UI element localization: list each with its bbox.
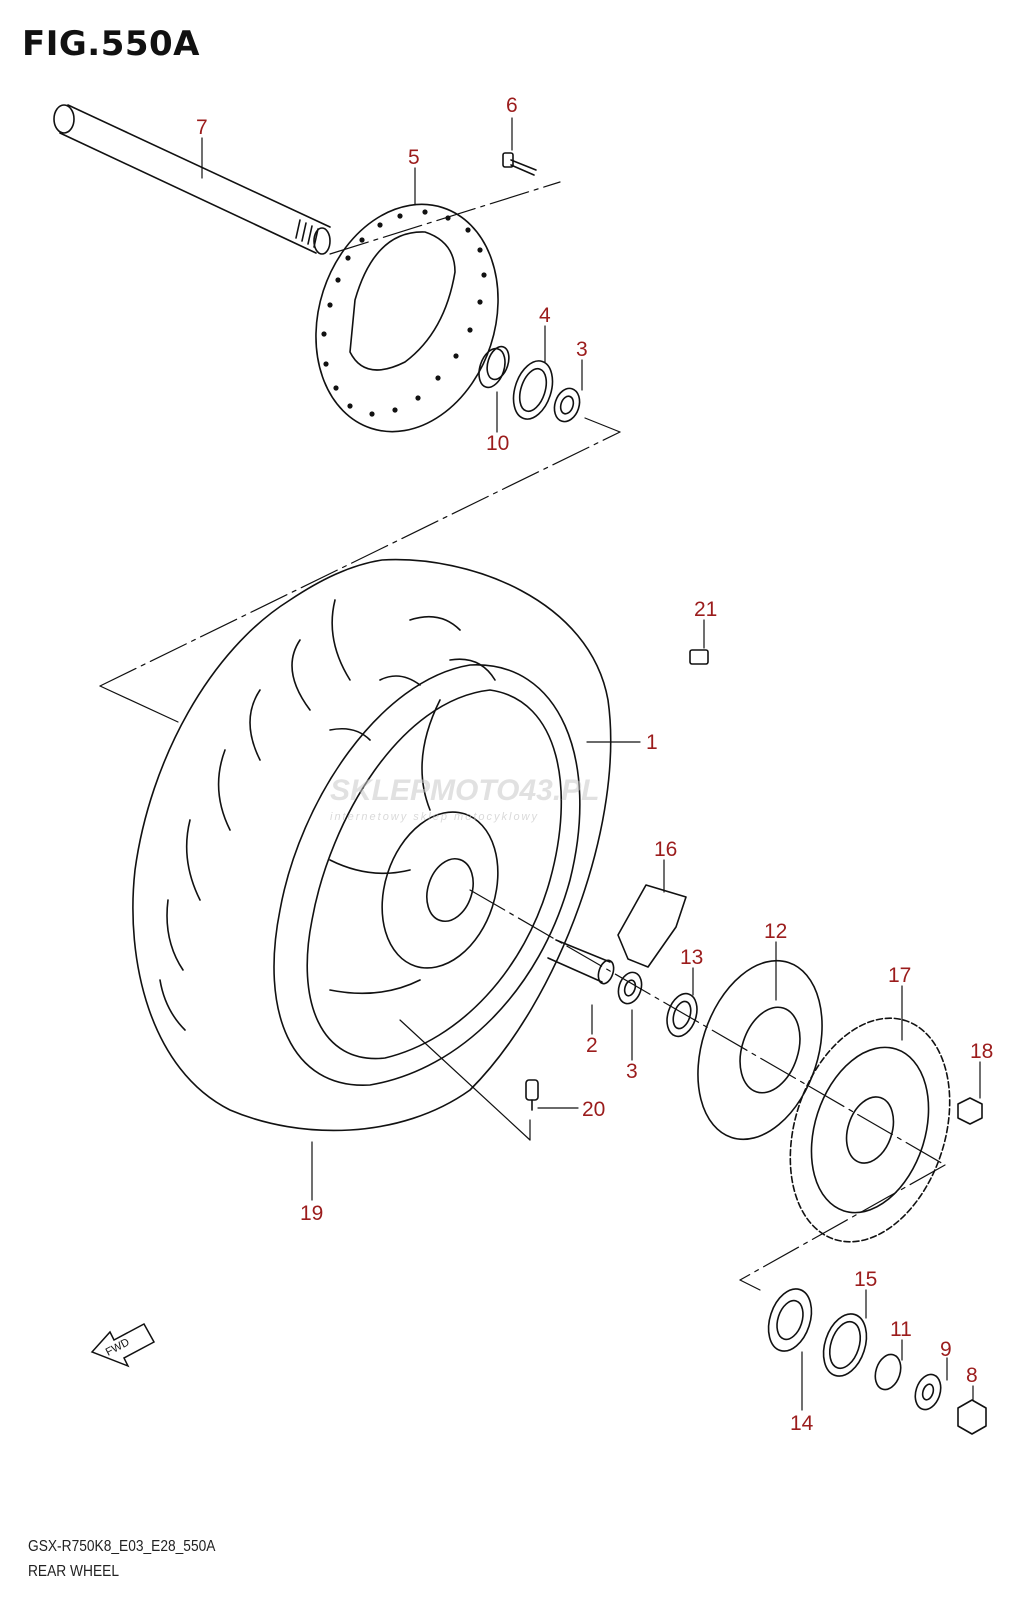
bearing-part-3 bbox=[767, 1288, 813, 1352]
spacer-part bbox=[478, 345, 510, 389]
leader-lines bbox=[201, 117, 981, 1411]
figure-code: GSX-R750K8_E03_E28_550A bbox=[28, 1538, 216, 1555]
callout-3-top: 3 bbox=[576, 338, 588, 361]
bearing-part-2 bbox=[617, 971, 643, 1005]
wheel-rim-part bbox=[273, 664, 581, 1086]
watermark-brand: SKLEPMOTO43.PL bbox=[330, 774, 600, 807]
brake-disc-part bbox=[315, 203, 499, 433]
callout-11: 11 bbox=[890, 1318, 912, 1341]
callouts: 7 5 6 4 3 10 21 1 16 12 13 17 18 2 3 20 … bbox=[196, 94, 993, 1435]
bolt-part bbox=[502, 152, 537, 176]
oil-seal-part-2 bbox=[822, 1313, 868, 1377]
callout-2: 2 bbox=[586, 1034, 598, 1057]
callout-17: 17 bbox=[888, 964, 911, 987]
callout-19: 19 bbox=[300, 1202, 323, 1225]
callout-15: 15 bbox=[854, 1268, 877, 1291]
callout-20: 20 bbox=[582, 1098, 605, 1121]
watermark-tagline: internetowy sklep motocyklowy bbox=[330, 811, 539, 823]
callout-8: 8 bbox=[966, 1364, 978, 1387]
callout-1: 1 bbox=[646, 731, 658, 754]
callout-5: 5 bbox=[408, 146, 420, 169]
damper-part bbox=[617, 884, 687, 968]
callout-18: 18 bbox=[970, 1040, 993, 1063]
sprocket-carrier-part bbox=[697, 959, 823, 1141]
oil-seal-part bbox=[512, 360, 554, 420]
nut-part bbox=[957, 1097, 983, 1125]
callout-12: 12 bbox=[764, 920, 787, 943]
tire-part bbox=[132, 558, 612, 1132]
fwd-arrow: FWD bbox=[90, 1322, 156, 1368]
callout-10: 10 bbox=[486, 432, 509, 455]
valve-cap-part bbox=[689, 649, 709, 665]
valve-part bbox=[525, 1079, 539, 1111]
callout-14: 14 bbox=[790, 1412, 814, 1435]
bearing-part bbox=[553, 387, 581, 423]
washer-part bbox=[914, 1373, 942, 1411]
figure-caption: REAR WHEEL bbox=[28, 1563, 119, 1580]
watermark: SKLEPMOTO43.PL internetowy sklep motocyk… bbox=[330, 774, 600, 823]
callout-21: 21 bbox=[694, 598, 717, 621]
callout-3-bottom: 3 bbox=[626, 1060, 638, 1083]
callout-6: 6 bbox=[506, 94, 518, 117]
callout-9: 9 bbox=[940, 1338, 952, 1361]
rear-sprocket-part bbox=[789, 1017, 951, 1243]
callout-7: 7 bbox=[196, 116, 208, 139]
axle-nut-part bbox=[957, 1399, 987, 1435]
callout-16: 16 bbox=[654, 838, 677, 861]
figure-title: FIG.550A bbox=[22, 24, 200, 64]
callout-13: 13 bbox=[680, 946, 703, 969]
axle-part bbox=[53, 104, 331, 255]
collar-part bbox=[666, 992, 698, 1038]
spacer-part-2 bbox=[874, 1353, 902, 1391]
sleeve-part bbox=[547, 939, 615, 985]
assembly-lines bbox=[99, 181, 946, 1291]
callout-4: 4 bbox=[539, 304, 551, 327]
